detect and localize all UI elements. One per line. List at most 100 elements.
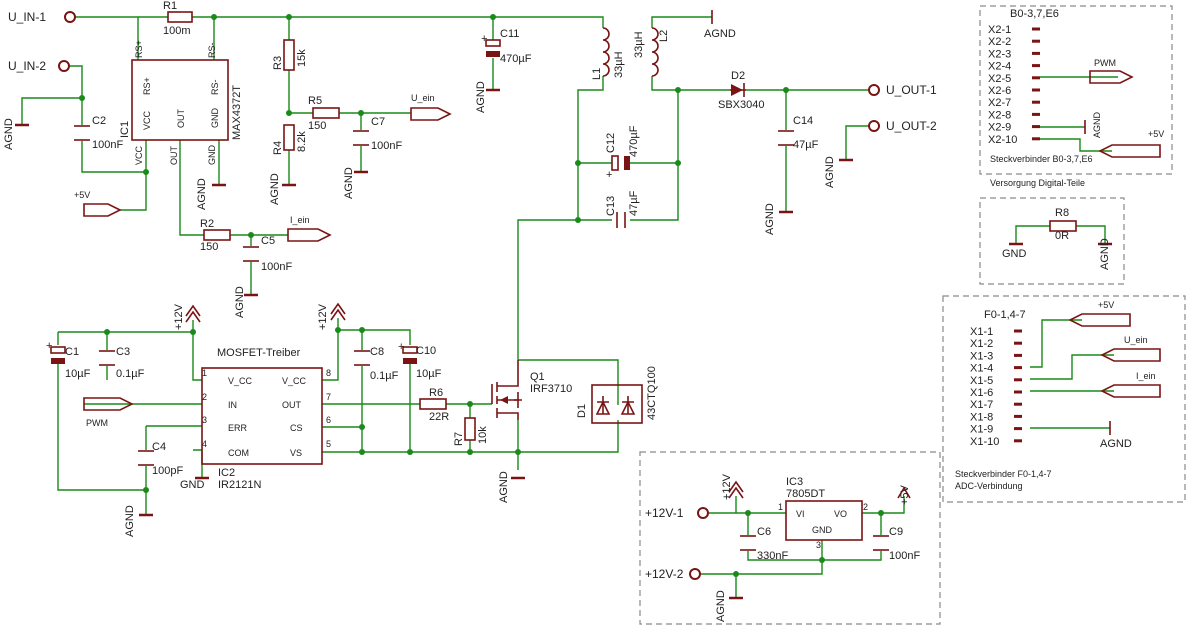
- conn-b-pin[interactable]: X2-4: [988, 61, 1040, 73]
- port-u-out-1[interactable]: U_OUT-1: [868, 83, 937, 97]
- svg-text:6: 6: [326, 415, 331, 425]
- svg-text:U_IN-2: U_IN-2: [8, 59, 46, 73]
- capacitor-c3[interactable]: C3 0.1µF: [99, 346, 145, 380]
- svg-text:100nF: 100nF: [371, 140, 402, 152]
- conn-b-pin-label: X2-1: [988, 24, 1011, 36]
- capacitor-c7[interactable]: C7 100nF: [353, 116, 402, 152]
- inductor-l1[interactable]: L1 33µH: [591, 27, 625, 80]
- capacitor-c12[interactable]: + C12 470µF: [605, 125, 640, 181]
- ic1-max4372t[interactable]: RS+ RS- RS+ RS- VCC OUT GND VCC OUT GND …: [119, 40, 243, 165]
- conn-f-pin-stub: [1014, 341, 1022, 345]
- svg-text:PWM: PWM: [1094, 58, 1116, 68]
- svg-text:+5V: +5V: [74, 190, 90, 200]
- conn-f-pin-label: X1-1: [970, 326, 993, 338]
- capacitor-c4[interactable]: C4 100pF: [138, 441, 183, 477]
- capacitor-c13[interactable]: C13 47µF: [605, 190, 640, 228]
- connector-f0-pins[interactable]: X1-1X1-2X1-3X1-4X1-5X1-6X1-7X1-8X1-9X1-1…: [970, 326, 1022, 448]
- conn-b-pin[interactable]: X2-10: [988, 134, 1040, 146]
- conn-f-pin-label: X1-2: [970, 338, 993, 350]
- capacitor-c8[interactable]: C8 0.1µF: [354, 346, 399, 382]
- svg-text:AGND: AGND: [475, 81, 487, 113]
- conn-f-pin[interactable]: X1-7: [970, 399, 1022, 411]
- capacitor-c1[interactable]: + C1 10µF: [46, 340, 91, 380]
- svg-text:C14: C14: [793, 115, 813, 127]
- port-u-in-1[interactable]: U_IN-1: [8, 10, 76, 24]
- svg-text:100nF: 100nF: [889, 550, 920, 562]
- resistor-r3[interactable]: R3 15k: [272, 39, 308, 71]
- svg-text:100nF: 100nF: [92, 139, 123, 151]
- svg-text:+: +: [398, 341, 404, 353]
- connector-f0-wiring: +5V U_ein I_ein AGND: [1030, 300, 1161, 450]
- svg-text:IC2: IC2: [218, 467, 235, 479]
- svg-text:R3: R3: [272, 56, 284, 70]
- svg-text:CS: CS: [290, 423, 303, 433]
- ic3-7805dt[interactable]: VI VO GND 1 2 3 IC3 7805DT: [778, 476, 868, 550]
- svg-text:AGND: AGND: [234, 286, 246, 318]
- conn-f-pin[interactable]: X1-1: [970, 326, 1022, 338]
- conn-b-pin[interactable]: X2-3: [988, 48, 1040, 60]
- conn-b-pin[interactable]: X2-7: [988, 97, 1040, 109]
- capacitor-c2[interactable]: C2 100nF: [74, 115, 123, 151]
- resistor-r7[interactable]: R7 10k: [453, 417, 489, 446]
- resistor-r2[interactable]: R2 150: [200, 218, 231, 253]
- svg-text:ERR: ERR: [228, 423, 248, 433]
- svg-text:D1: D1: [576, 404, 588, 418]
- conn-f-pin-label: X1-3: [970, 350, 993, 362]
- conn-f-pin[interactable]: X1-3: [970, 350, 1022, 362]
- port-u-out-2[interactable]: U_OUT-2: [868, 119, 937, 133]
- conn-f-pin[interactable]: X1-8: [970, 411, 1022, 423]
- conn-f-pin[interactable]: X1-10: [970, 436, 1022, 448]
- svg-text:C6: C6: [757, 526, 771, 538]
- svg-text:IC1: IC1: [119, 121, 131, 138]
- capacitor-c10[interactable]: + C10 10µF: [398, 341, 442, 380]
- capacitor-c11[interactable]: + C11 470µF: [481, 28, 532, 65]
- capacitor-c6[interactable]: C6 330nF: [740, 526, 788, 562]
- conn-f-pin-stub: [1014, 427, 1022, 431]
- conn-f-pin[interactable]: X1-2: [970, 338, 1022, 350]
- diode-d2[interactable]: D2 SBX3040: [718, 70, 764, 111]
- conn-f-pin[interactable]: X1-5: [970, 375, 1022, 387]
- conn-f-pin-stub: [1014, 390, 1022, 394]
- svg-text:C12: C12: [605, 133, 617, 153]
- capacitor-c14[interactable]: C14 47µF: [778, 115, 819, 151]
- conn-b-pin[interactable]: X2-2: [988, 36, 1040, 48]
- capacitor-c9[interactable]: C9 100nF: [873, 526, 920, 562]
- svg-text:AGND: AGND: [824, 156, 836, 188]
- conn-b-pin[interactable]: X2-9: [988, 122, 1040, 134]
- conn-b-pin[interactable]: X2-5: [988, 73, 1040, 85]
- resistor-r6[interactable]: R6 22R: [419, 387, 449, 423]
- resistor-r4[interactable]: R4 8.2k: [272, 124, 308, 155]
- port-12v-1[interactable]: +12V-1: [645, 506, 709, 520]
- svg-text:0R: 0R: [1055, 230, 1069, 242]
- conn-b-pin[interactable]: X2-8: [988, 109, 1040, 121]
- conn-b-pin-label: X2-9: [988, 122, 1011, 134]
- inductor-l2[interactable]: 33µH L2: [633, 27, 670, 77]
- mosfet-q1[interactable]: Q1 IRF3710: [491, 360, 572, 420]
- port-u-in-2[interactable]: U_IN-2: [8, 59, 70, 73]
- svg-text:3: 3: [816, 540, 821, 550]
- conn-f-pin[interactable]: X1-9: [970, 424, 1022, 436]
- svg-text:43CTQ100: 43CTQ100: [646, 366, 658, 420]
- svg-text:AGND: AGND: [715, 590, 727, 622]
- conn-b-pin[interactable]: X2-6: [988, 85, 1040, 97]
- svg-text:7: 7: [326, 392, 331, 402]
- conn-b-pin-stub: [1032, 112, 1040, 116]
- svg-text:+5V: +5V: [1098, 300, 1114, 310]
- conn-b-pin-stub: [1032, 88, 1040, 92]
- conn-f-pin[interactable]: X1-4: [970, 363, 1022, 375]
- resistor-r5[interactable]: R5 150: [308, 95, 340, 132]
- svg-text:C5: C5: [261, 235, 275, 247]
- ic2-ir2121n[interactable]: MOSFET-Treiber V_CC IN ERR COM V_CC OUT …: [201, 347, 331, 491]
- resistor-r1[interactable]: R1 100m: [163, 0, 193, 37]
- capacitor-c5[interactable]: C5 100nF: [243, 235, 292, 273]
- conn-f-pin[interactable]: X1-6: [970, 387, 1022, 399]
- svg-text:R7: R7: [453, 432, 465, 446]
- diode-d1[interactable]: D1 43CTQ100: [576, 366, 658, 424]
- connector-b0-pins[interactable]: X2-1X2-2X2-3X2-4X2-5X2-6X2-7X2-8X2-9X2-1…: [988, 24, 1040, 146]
- conn-b-pin[interactable]: X2-1: [988, 24, 1040, 36]
- svg-text:C8: C8: [370, 346, 384, 358]
- svg-text:100nF: 100nF: [261, 261, 292, 273]
- port-12v-2[interactable]: +12V-2: [645, 567, 701, 581]
- conn-b-pin-stub: [1032, 125, 1040, 129]
- resistor-r8[interactable]: R8 0R: [1049, 207, 1077, 242]
